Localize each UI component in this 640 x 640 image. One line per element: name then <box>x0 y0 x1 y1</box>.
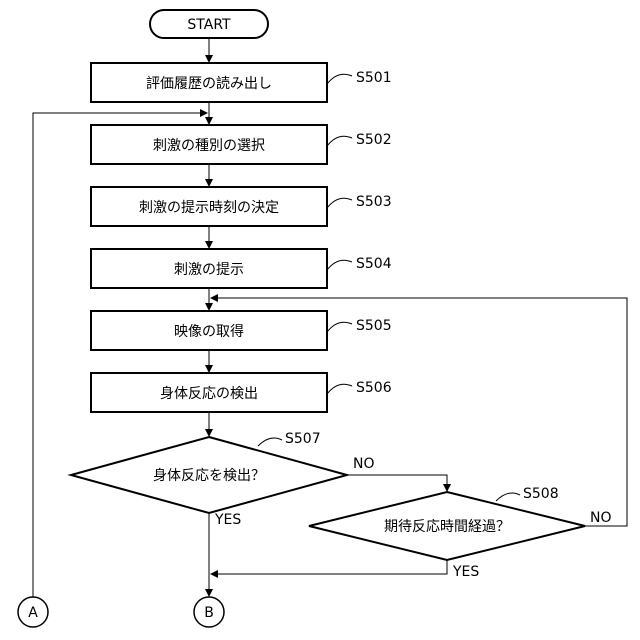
step-s505-label: 映像の取得 <box>174 323 244 340</box>
svg-text:S503: S503 <box>356 194 392 210</box>
start-terminal: START <box>150 10 268 38</box>
step-s504: 刺激の提示 <box>91 249 327 288</box>
step-id-s501: S501 <box>327 70 392 86</box>
step-s506: 身体反応の検出 <box>91 373 327 412</box>
step-s504-label: 刺激の提示 <box>174 261 244 278</box>
connector-b: B <box>194 597 224 627</box>
decision-s508: 期待反応時間経過？ <box>309 492 585 560</box>
svg-text:S502: S502 <box>356 132 392 148</box>
connector-b-label: B <box>204 605 214 621</box>
svg-text:S507: S507 <box>285 431 321 447</box>
step-s502: 刺激の種別の選択 <box>91 125 327 164</box>
arrow-a-loop <box>33 113 207 597</box>
step-s503: 刺激の提示時刻の決定 <box>91 187 327 226</box>
step-id-s506: S506 <box>327 380 392 396</box>
decision-s508-label: 期待反応時間経過？ <box>384 519 510 535</box>
arrow-s508-yes <box>211 560 447 574</box>
decision-s507-label: 身体反応を検出？ <box>153 468 265 484</box>
svg-text:S506: S506 <box>356 380 392 396</box>
step-s501-label: 評価履歴の読み出し <box>146 75 272 92</box>
step-id-s505: S505 <box>327 318 392 334</box>
s507-no-label: NO <box>353 456 375 472</box>
step-s503-label: 刺激の提示時刻の決定 <box>139 199 279 216</box>
step-s502-label: 刺激の種別の選択 <box>153 137 265 154</box>
svg-text:S505: S505 <box>356 318 392 334</box>
svg-text:S508: S508 <box>523 486 559 502</box>
step-id-s504: S504 <box>327 256 392 272</box>
start-label: START <box>187 17 231 33</box>
s508-no-label: NO <box>590 510 612 526</box>
svg-text:S504: S504 <box>356 256 392 272</box>
step-s505: 映像の取得 <box>91 311 327 350</box>
step-id-s503: S503 <box>327 194 392 210</box>
step-s501: 評価履歴の読み出し <box>91 63 327 102</box>
step-id-s502: S502 <box>327 132 392 148</box>
step-id-s508: S508 <box>496 486 559 502</box>
svg-text:S501: S501 <box>356 70 392 86</box>
decision-s507: 身体反応を検出？ <box>71 437 347 513</box>
arrow-s507-no <box>347 475 447 491</box>
step-s506-label: 身体反応の検出 <box>160 386 258 402</box>
step-id-s507: S507 <box>258 431 321 447</box>
connector-a: A <box>18 597 48 627</box>
s507-yes-label: YES <box>214 512 241 528</box>
connector-a-label: A <box>28 605 38 621</box>
s508-yes-label: YES <box>452 564 479 580</box>
